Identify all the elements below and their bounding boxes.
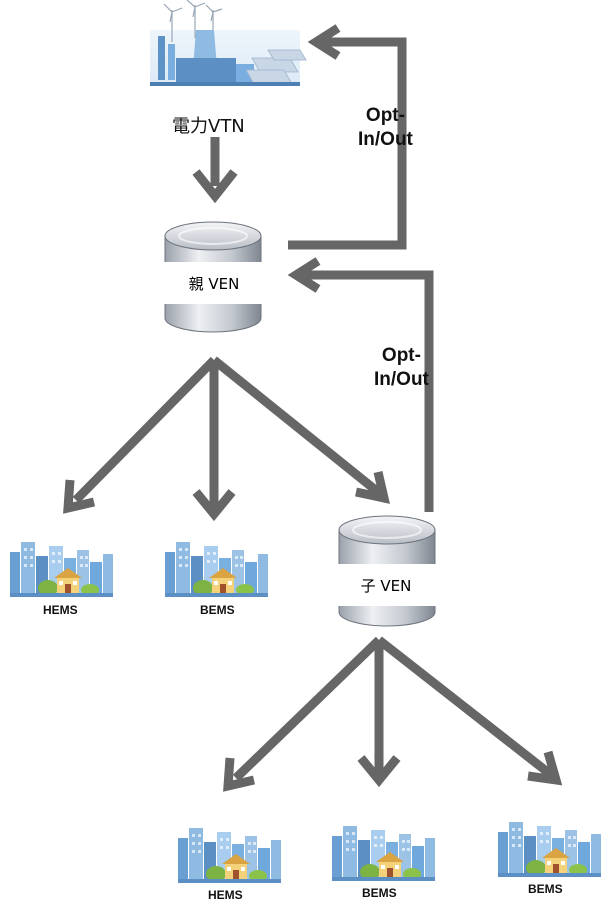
level2-hems-label: HEMS [208,888,243,902]
child-ven-label: 子 VEN [334,564,438,606]
power-plant-icon [150,0,307,86]
opt-in-out-mid-line1: Opt- [381,345,421,366]
opt-in-out-mid-line2: In/Out [374,369,429,390]
level2-building-hems-icon [178,828,281,883]
level2-bems-1-label: BEMS [362,886,397,900]
opt-in-out-top-line1: Opt- [365,105,405,126]
opt-in-out-label-top: Opt- In/Out [358,104,413,152]
level1-hems-label: HEMS [43,603,78,617]
parent-ven-label: 親 VEN [160,262,268,304]
level1-building-bems-icon [165,542,268,597]
level2-bems-2-label: BEMS [528,882,563,896]
opt-in-out-top-line2: In/Out [358,129,413,150]
opt-in-out-connector-mid [287,257,434,512]
level1-building-hems-icon [10,542,113,597]
level2-building-bems-1-icon [332,826,435,881]
opt-in-out-connector-top [288,24,407,250]
arrows-child-ven-to-level2 [223,636,563,792]
arrow-vtn-to-parent-ven [192,137,238,204]
level1-bems-label: BEMS [200,603,235,617]
arrows-parent-ven-to-level1 [63,356,390,522]
opt-in-out-label-mid: Opt- In/Out [374,344,429,392]
vtn-label: 電力VTN [172,116,245,137]
level2-building-bems-2-icon [498,822,601,877]
